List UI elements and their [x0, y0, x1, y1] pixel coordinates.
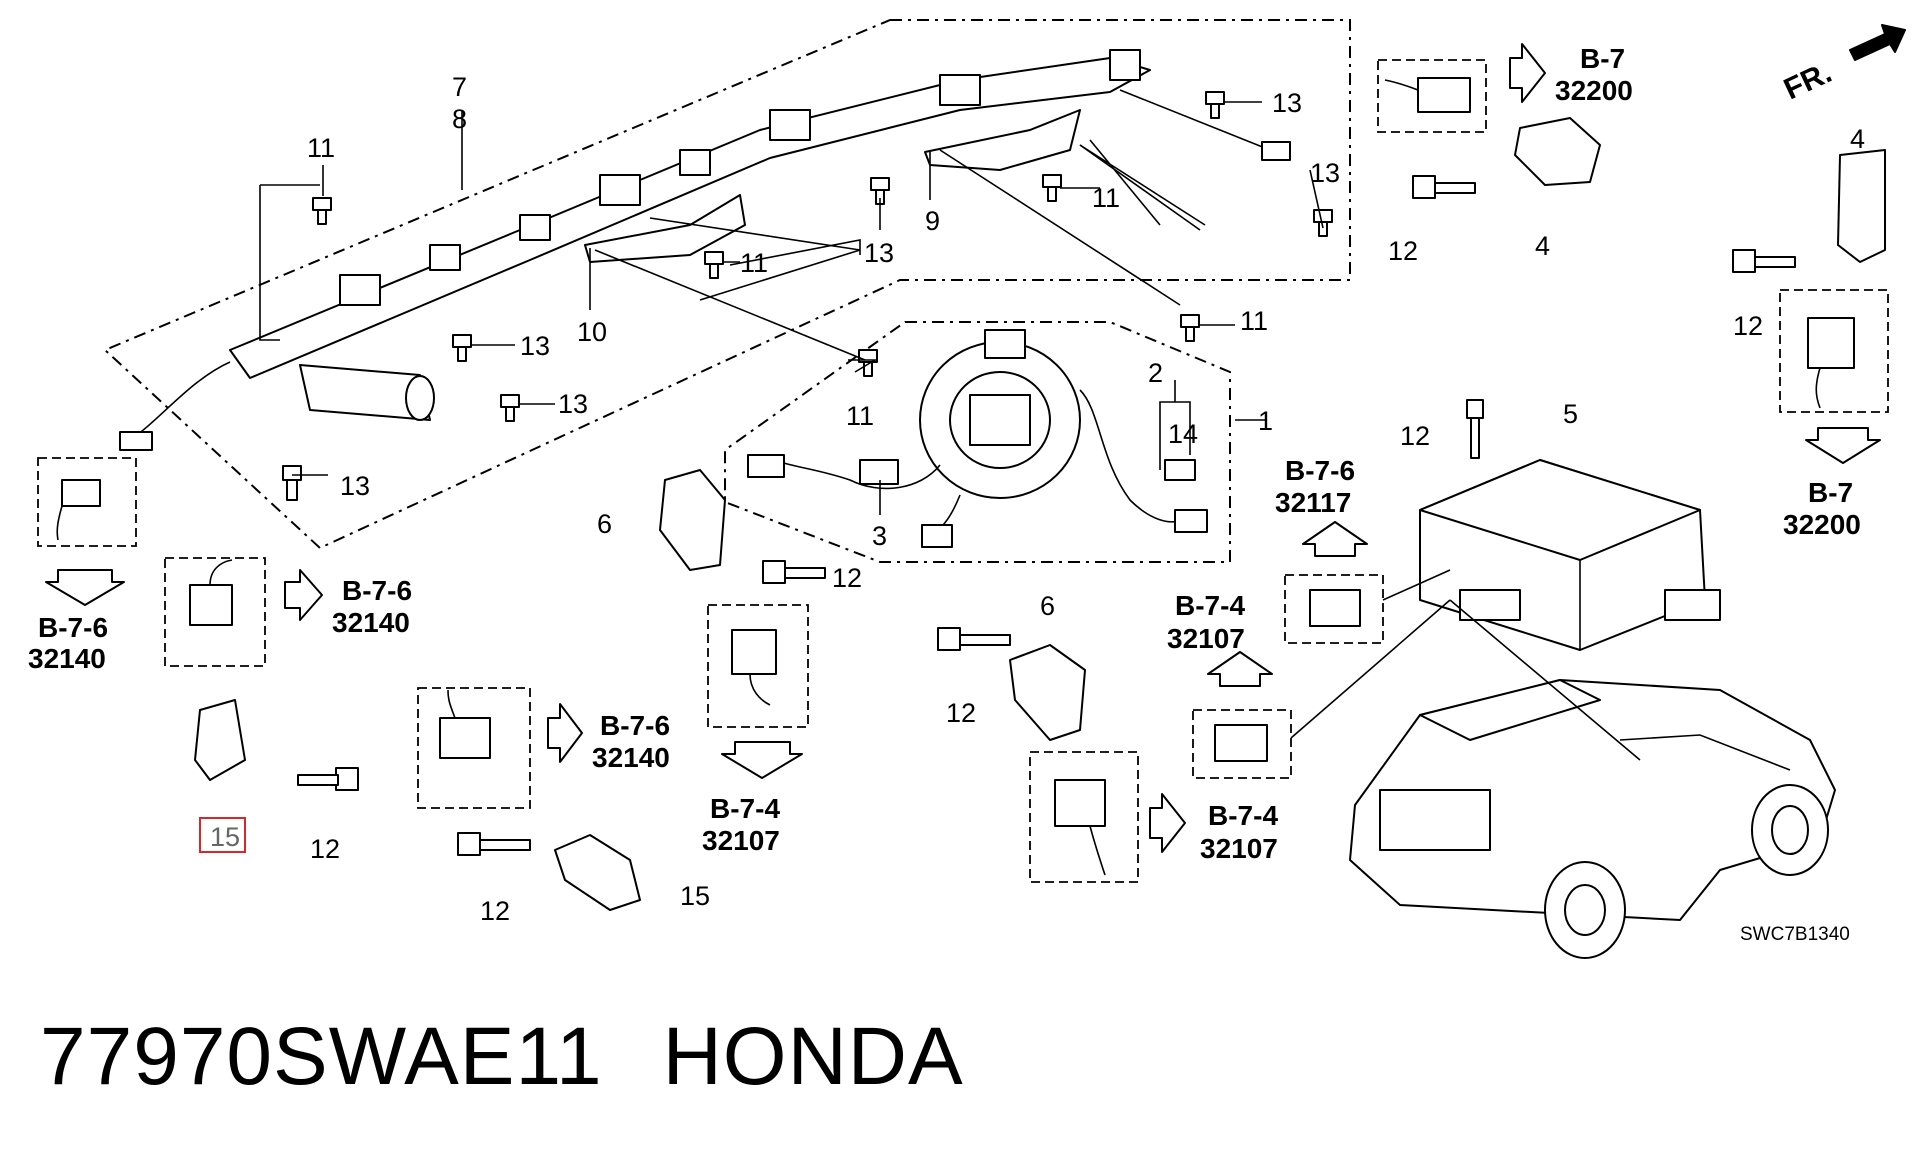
callout-12: 12: [1388, 236, 1418, 266]
callout-13: 13: [340, 471, 370, 501]
ref-code: 32117: [1275, 487, 1351, 518]
callout-14: 14: [1168, 419, 1198, 449]
callout-12: 12: [480, 896, 510, 926]
ref-page: B-7-6: [38, 612, 108, 643]
callout-12: 12: [946, 698, 976, 728]
ref-page: B-7-6: [600, 710, 670, 741]
ref-code: 32107: [1200, 833, 1278, 864]
ref-code: 32140: [332, 607, 410, 638]
highlight-box-15: [199, 817, 246, 853]
clock-spring: [747, 329, 1208, 548]
callout-13: 13: [1310, 158, 1340, 188]
vehicle-leader: [1449, 599, 1641, 761]
callout-11: 11: [307, 133, 335, 163]
part-number-caption: 77970SWAE11 HONDA: [40, 1010, 1024, 1104]
callout-15: 15: [680, 881, 710, 911]
callout-13: 13: [864, 238, 894, 268]
ref-code: 32140: [28, 643, 106, 674]
side-sensor-15: [194, 699, 246, 781]
ref-page: B-7-4: [1175, 590, 1245, 621]
callout-4: 4: [1535, 231, 1550, 261]
callout-5: 5: [1563, 399, 1578, 429]
harness-group-outline: [103, 19, 1351, 550]
callout-6: 6: [597, 509, 612, 539]
callout-15-highlighted: 15: [210, 822, 240, 852]
side-sensor-4-right: [1837, 149, 1886, 263]
impact-sensor-6-right: [1009, 644, 1086, 741]
brand-name: HONDA: [662, 1011, 964, 1102]
srs-unit-5: [1419, 459, 1721, 651]
callout-2: 2: [1148, 358, 1163, 388]
callout-7: 7: [452, 72, 467, 102]
ref-code: 32200: [1783, 509, 1861, 540]
callout-9: 9: [925, 206, 940, 236]
bracket-9: [924, 109, 1081, 171]
impact-sensor-6-left: [659, 469, 726, 571]
connector-plugs: [56, 77, 1855, 876]
callout-11: 11: [846, 401, 874, 431]
ref-code: 32200: [1555, 75, 1633, 106]
clip-14: [1164, 459, 1196, 481]
harness-clips: [339, 49, 1141, 306]
callout-3: 3: [872, 521, 887, 551]
vehicle-illustration: [1349, 679, 1836, 959]
callout-8: 8: [452, 104, 467, 134]
reference-labels: B-7-6 32140 B-7-6 32140 B-7-6 32140 B-7-…: [28, 43, 1861, 864]
leader-lines: [259, 101, 1324, 476]
callout-13: 13: [520, 331, 550, 361]
ref-page: B-7-4: [710, 793, 780, 824]
callout-11: 11: [1092, 183, 1120, 213]
ref-code: 32140: [592, 742, 670, 773]
side-sensor-4-upper: [1514, 117, 1601, 186]
callout-13: 13: [1272, 88, 1302, 118]
front-label: FR.: [1779, 56, 1837, 106]
callout-12: 12: [1733, 311, 1763, 341]
diagram-code: SWC7B1340: [1740, 924, 1850, 945]
callout-numbers: 7 8 11 13 13 11 9 13 11 10 13 11 13 13 1…: [199, 72, 1865, 926]
front-direction-indicator: FR.: [1779, 24, 1906, 106]
airbag-wire-harness: [119, 49, 1291, 451]
callout-13: 13: [558, 389, 588, 419]
ref-code: 32107: [702, 825, 780, 856]
callout-1: 1: [1258, 406, 1273, 436]
impact-sensor-15: [554, 834, 641, 911]
leader-lines-clock: [879, 380, 1265, 515]
connector-boxes: [37, 59, 1889, 883]
callout-6: 6: [1040, 591, 1055, 621]
callout-10: 10: [577, 317, 607, 347]
reference-arrows: [45, 43, 1881, 853]
cable-32117: [1382, 569, 1451, 601]
ref-page: B-7-4: [1208, 800, 1278, 831]
ref-page: B-7: [1580, 43, 1625, 74]
cable-32107: [1290, 599, 1451, 739]
ref-page: B-7-6: [1285, 455, 1355, 486]
part-number: 77970SWAE11: [40, 1011, 603, 1102]
callout-11: 11: [740, 248, 768, 278]
callout-12: 12: [832, 563, 862, 593]
ref-page: B-7-6: [342, 575, 412, 606]
clock-spring-group-outline: [724, 321, 1231, 563]
ref-code: 32107: [1167, 623, 1245, 654]
bolts-harness: [282, 91, 1333, 501]
callout-11: 11: [1240, 306, 1268, 336]
callout-12: 12: [1400, 421, 1430, 451]
bolts-sensor: [297, 175, 1796, 856]
ref-page: B-7: [1808, 477, 1853, 508]
callout-4: 4: [1850, 124, 1865, 154]
callout-12: 12: [310, 834, 340, 864]
